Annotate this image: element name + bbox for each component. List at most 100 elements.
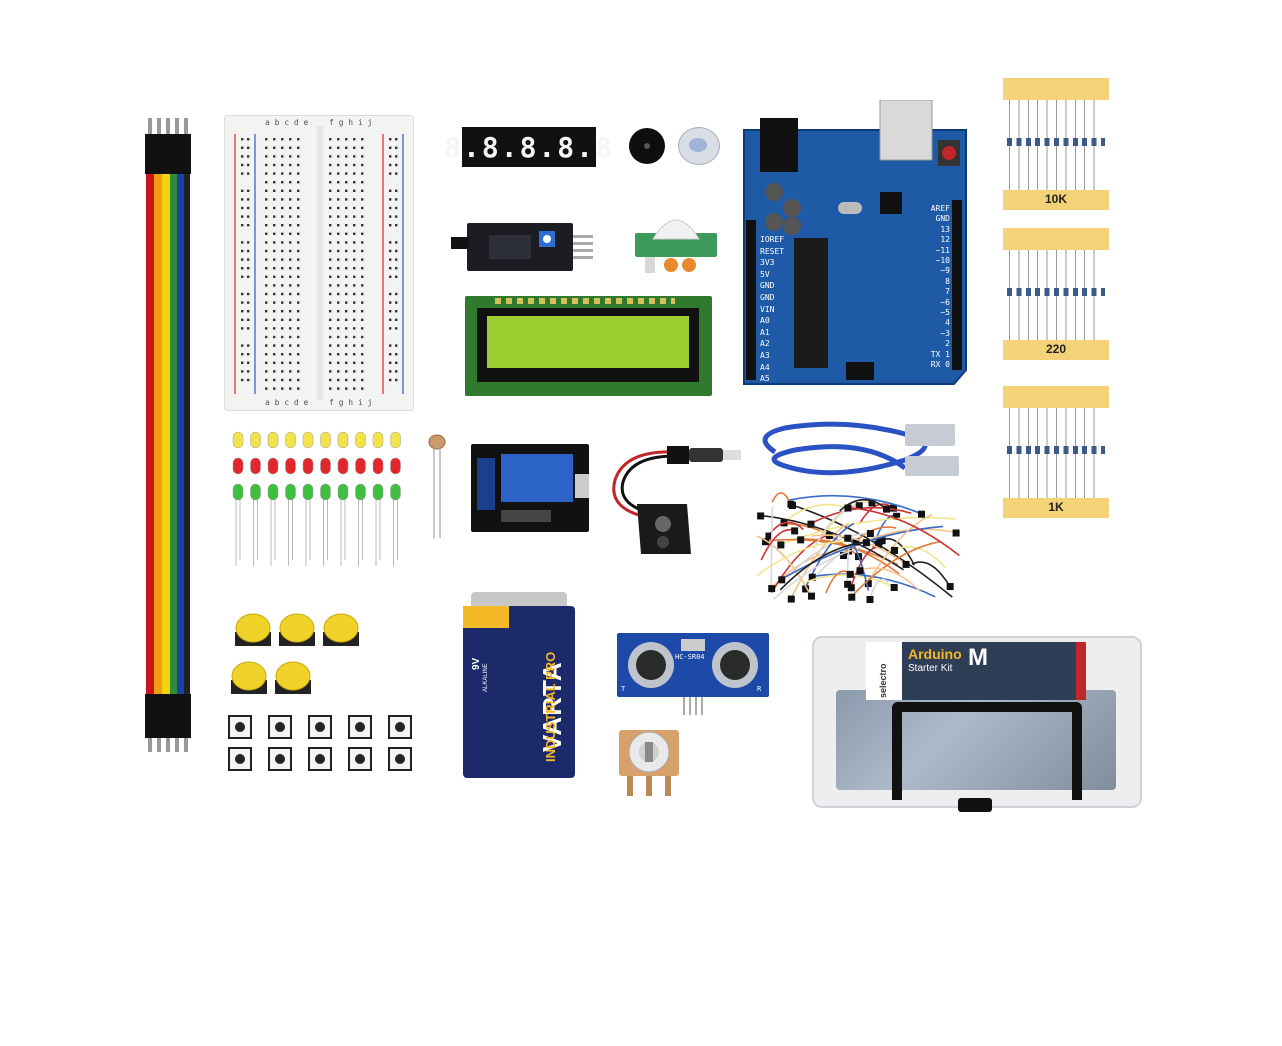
resistor-strip-220: 220 — [1003, 228, 1109, 360]
pin-label: 2 — [945, 339, 950, 349]
breadboard: a b c d e f g h i j a b c d e f g h i j — [224, 115, 414, 411]
pin-label: IOREF — [760, 235, 785, 244]
button-cap-icon — [323, 613, 359, 643]
led-icon — [337, 457, 349, 475]
seven-segment-display: 8.8.8.8.8 — [444, 127, 612, 167]
led-icon — [267, 431, 279, 449]
pin-label: RX 0 — [930, 360, 950, 370]
pin-label: AREF — [930, 204, 950, 213]
jumper-wire — [850, 540, 942, 598]
battery-9v: VARTA INDUSTRIAL PRO 9V ALKALINE — [463, 592, 575, 778]
pin-label: TX 1 — [930, 349, 950, 359]
led-icon — [337, 431, 349, 449]
pin-label: VIN — [760, 304, 775, 314]
led-icon — [285, 483, 296, 501]
button-cap-icon — [235, 613, 271, 643]
jumper-wire — [839, 498, 887, 512]
led-icon — [390, 431, 401, 449]
led-icon — [390, 457, 401, 475]
pin-label: 3V3 — [760, 258, 775, 268]
ultrasonic-sensor: HC-SR04 T R — [617, 633, 769, 719]
lcd-display — [465, 296, 712, 396]
tactile-buttons — [225, 612, 420, 777]
pin-label: ~3 — [940, 328, 950, 338]
pir-sensor — [633, 207, 719, 277]
battery-type: ALKALINE — [483, 663, 489, 692]
ultrasonic-r: R — [757, 685, 762, 693]
breadboard-col-labels-right: f g h i j — [329, 118, 373, 127]
led-icon — [232, 457, 244, 475]
led-icon — [302, 431, 314, 449]
led-icon — [250, 431, 261, 449]
led-icon — [320, 457, 331, 475]
led-icon — [372, 483, 384, 501]
battery-line: INDUSTRIAL PRO — [543, 651, 558, 762]
pin-label: 12 — [940, 235, 950, 245]
jumper-wire — [811, 534, 907, 565]
led-icon — [267, 483, 279, 501]
arduino-pins-right: AREF GND 13 12 ~11 ~10 ~9 8 7 ~6 ~5 4 ~3… — [926, 204, 950, 371]
resistor-label-10k: 10K — [1003, 190, 1109, 210]
pin-label: ~9 — [940, 266, 950, 276]
jumper-wire — [791, 504, 953, 598]
pin-label: A4 — [760, 362, 770, 372]
resistor-strip-1k: 1K — [1003, 386, 1109, 518]
seven-segment-digits: 8.8.8.8.8 — [444, 130, 614, 164]
pin-label: 4 — [945, 318, 950, 328]
pin-label: 7 — [945, 287, 950, 297]
potentiometer — [615, 722, 683, 800]
led-icon — [337, 483, 349, 501]
led-icon — [232, 483, 244, 501]
jumper-wire — [779, 541, 866, 591]
ultrasonic-model: HC-SR04 — [675, 653, 705, 661]
led-icon — [355, 431, 366, 449]
led-set — [230, 428, 410, 568]
jumper-wire — [847, 506, 960, 557]
jumper-wire — [867, 513, 933, 584]
button-cap-icon — [231, 661, 267, 691]
pin-label: 5V — [760, 269, 770, 279]
pin-label: ~6 — [940, 297, 950, 307]
jumper-wire — [760, 514, 904, 571]
kit-box-brand: selectro — [878, 663, 888, 698]
led-icon — [372, 457, 384, 475]
resistor-label-220: 220 — [1003, 340, 1109, 360]
pin-label: ~11 — [935, 245, 950, 255]
jumper-wire — [770, 506, 774, 589]
buzzer — [629, 128, 665, 164]
jumper-wire — [813, 504, 859, 550]
led-icon — [390, 483, 401, 501]
jumper-wire — [893, 546, 946, 569]
pin-label: ~10 — [935, 256, 950, 266]
relay-module — [471, 444, 589, 532]
jumper-wire — [771, 534, 830, 594]
battery-clip-cable — [605, 440, 745, 562]
i2c-adapter — [451, 221, 593, 273]
led-icon — [267, 457, 279, 475]
led-icon — [250, 483, 261, 501]
pin-label: A0 — [760, 316, 770, 326]
jumper-wire — [811, 573, 936, 598]
breadboard-col-labels-left: a b c d e — [265, 118, 309, 127]
resistor-label-1k: 1K — [1003, 498, 1109, 518]
jumper-wire — [773, 543, 879, 600]
arduino-uno-board: IOREF RESET 3V3 5V GND GND VIN A0 A1 A2 … — [740, 99, 970, 390]
led-icon — [372, 431, 384, 449]
resistor-strip-10k: 10K — [1003, 78, 1109, 210]
pin-label: A2 — [760, 339, 770, 349]
pin-label: 13 — [940, 224, 950, 234]
battery-voltage: 9V — [471, 657, 482, 670]
button-cap-icon — [275, 661, 311, 691]
button-cap-icon — [279, 613, 315, 643]
led-icon — [355, 483, 366, 501]
ribbon-cable — [145, 118, 191, 754]
usb-cable — [755, 416, 963, 490]
ultrasonic-t: T — [621, 685, 626, 693]
led-icon — [232, 431, 244, 449]
arduino-pins-left: IOREF RESET 3V3 5V GND GND VIN A0 A1 A2 … — [760, 234, 784, 385]
pin-label: A3 — [760, 350, 770, 360]
pin-label: GND — [760, 281, 775, 291]
jumper-wire — [911, 561, 951, 587]
kit-box-subtitle: Starter Kit — [908, 663, 953, 674]
jumper-wire — [868, 578, 890, 600]
